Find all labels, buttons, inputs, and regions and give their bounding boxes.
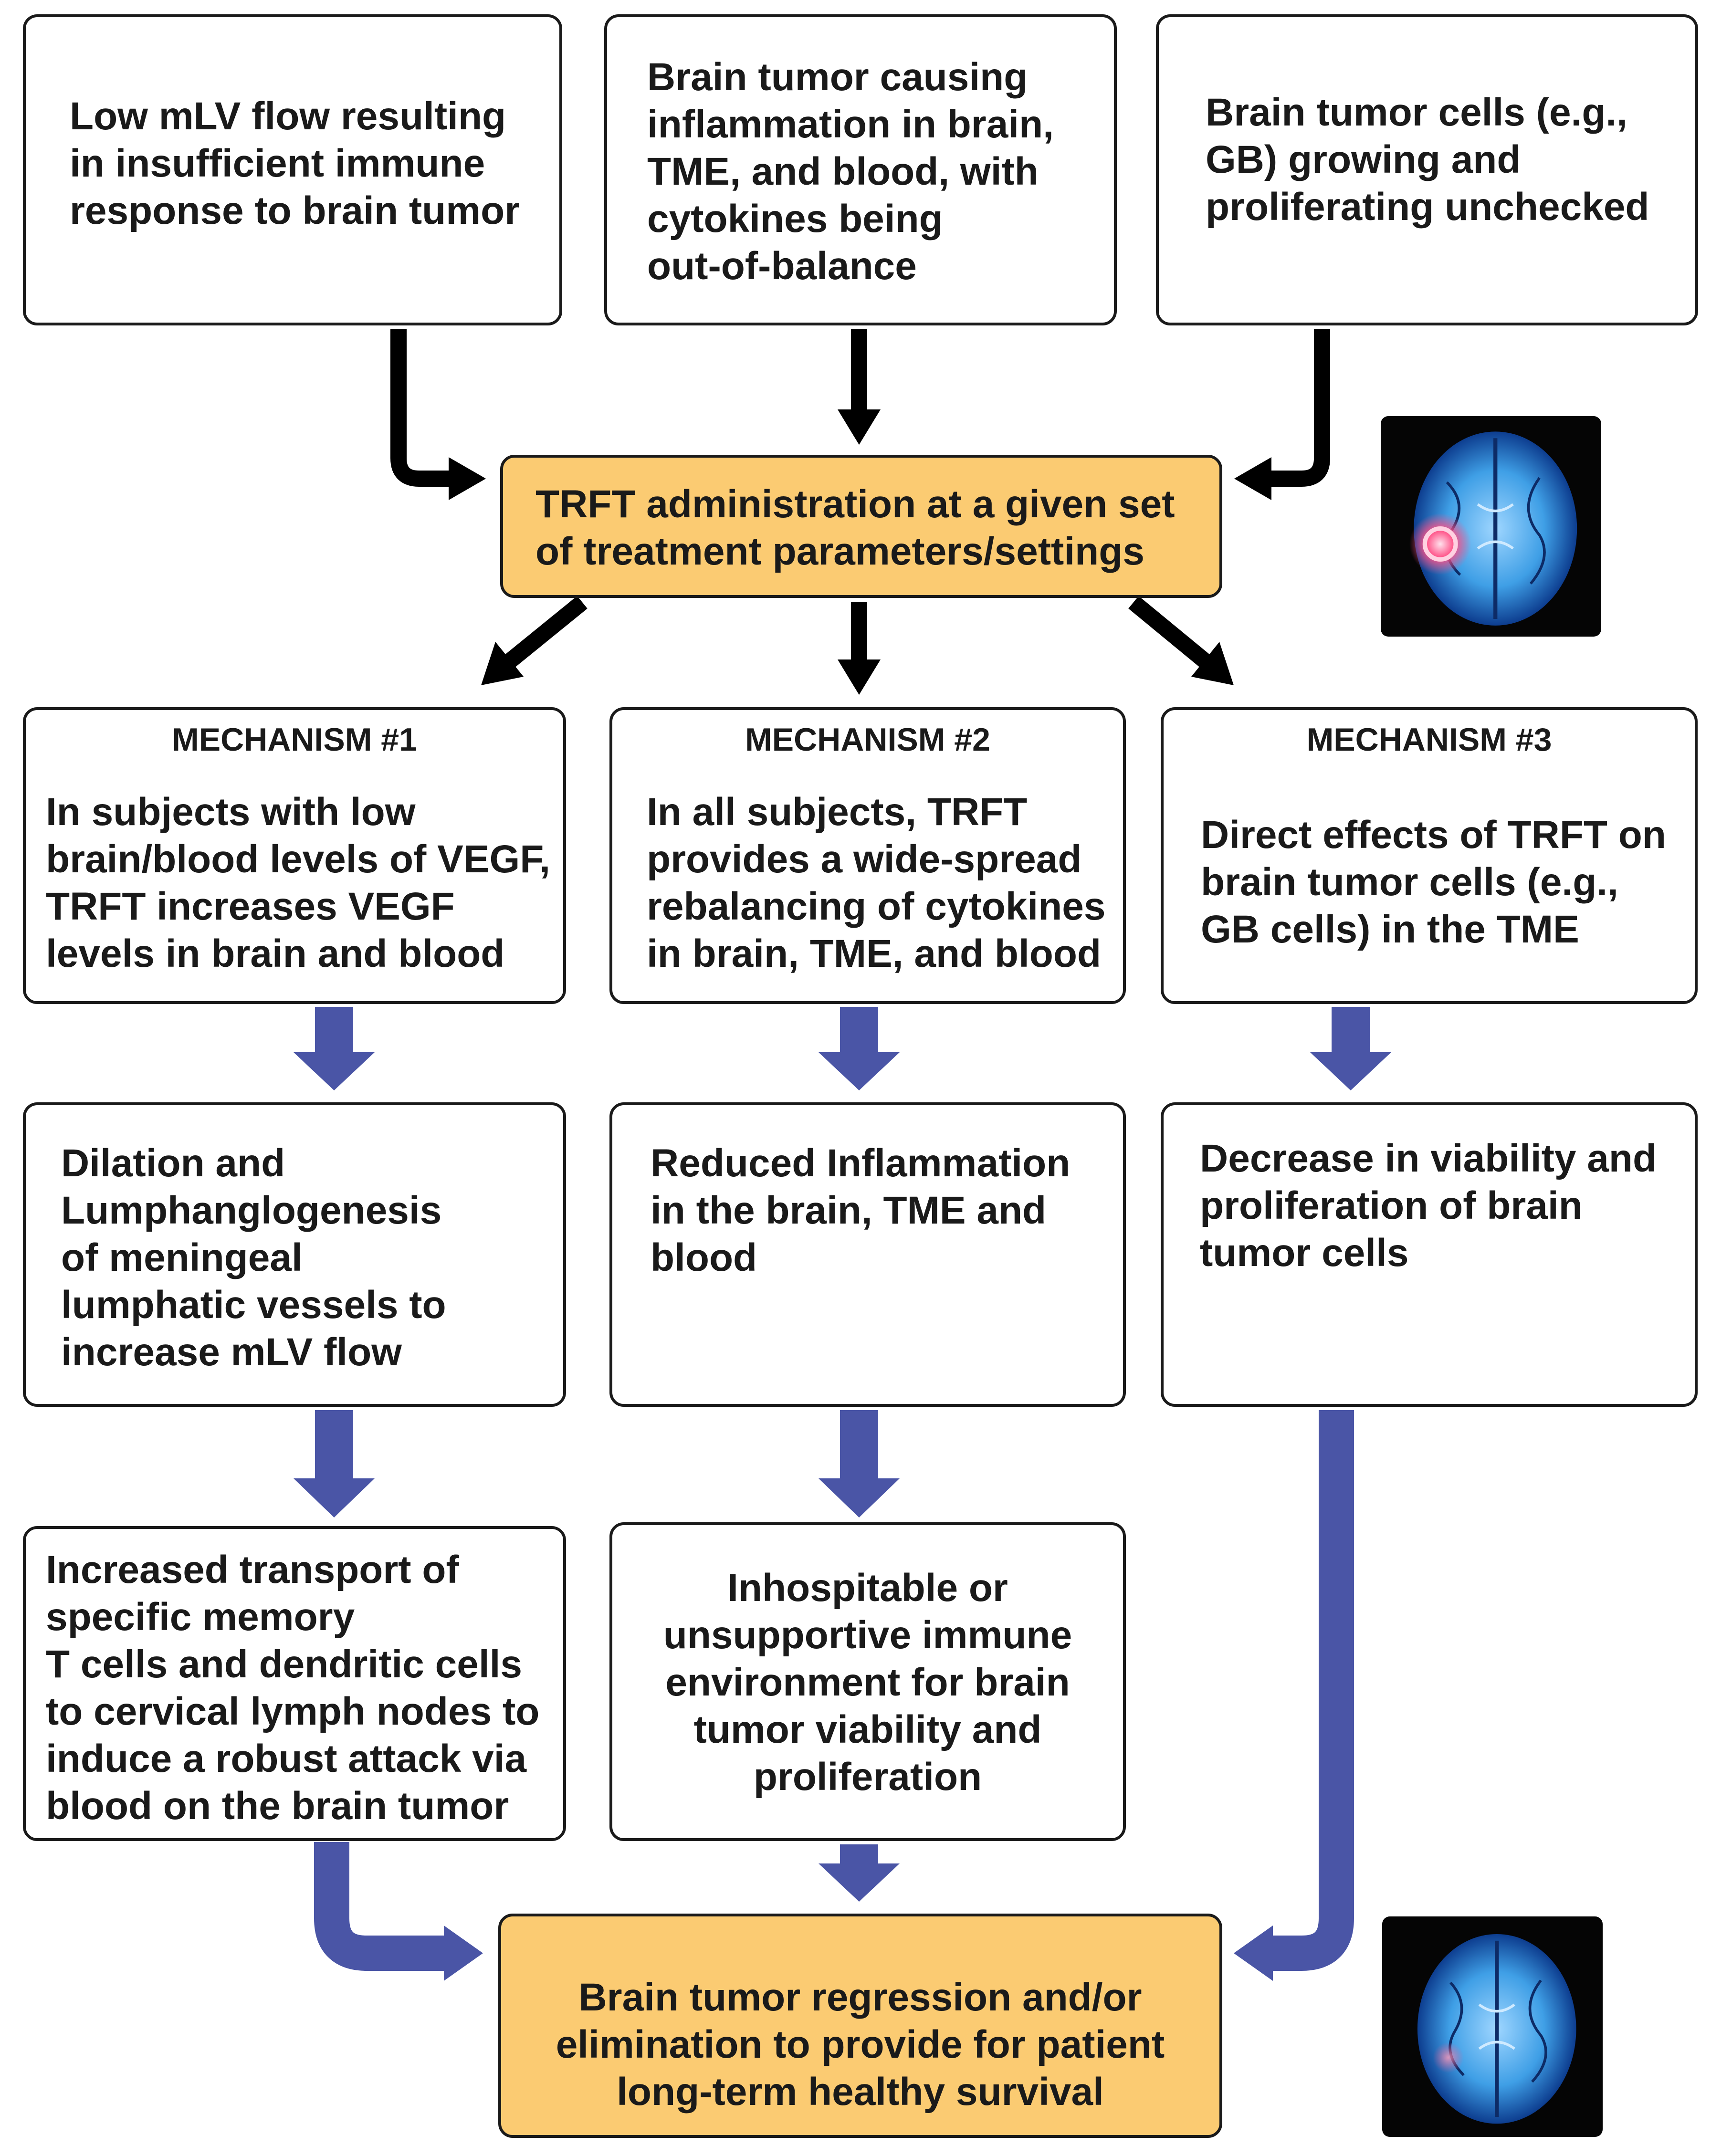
outcome-box: Brain tumor regression and/or eliminatio… [498,1914,1222,2138]
effect-3-text: Decrease in viability and proliferation … [1200,1137,1657,1275]
effect-2-box: Reduced Inflammation in the brain, TME a… [609,1102,1126,1407]
mechanism-3-text: Direct effects of TRFT on brain tumor ce… [1201,813,1666,951]
arrow-result1-to-outcome-head [444,1926,483,1981]
cause-text: Low mLV flow resulting in insufficient i… [70,94,520,232]
mri-brain-scan-tumor-regressed-icon [1382,1916,1603,2137]
effect-3-box: Decrease in viability and proliferation … [1161,1102,1698,1407]
blue-elbow-connectors [314,1410,1354,1971]
arrow-cause1-to-treatment-head [449,457,486,500]
result-2-box: Inhospitable or unsupportive immune envi… [609,1522,1126,1841]
cause-box-low-mlv-flow: Low mLV flow resulting in insufficient i… [23,14,562,325]
mechanism-2-text: In all subjects, TRFT provides a wide-sp… [647,790,1106,975]
arrow-mech1-to-effect1 [294,1007,375,1090]
arrow-cause3-to-treatment-head [1234,457,1271,500]
mechanism-1-text: In subjects with low brain/blood levels … [46,790,551,975]
arrow-effect1-to-result1 [294,1410,375,1518]
cause-box-tumor-growth: Brain tumor cells (e.g., GB) growing and… [1156,14,1698,325]
treatment-text: TRFT administration at a given set of tr… [535,482,1175,573]
effect-2-text: Reduced Inflammation in the brain, TME a… [651,1141,1071,1279]
arrow-result1-to-outcome [314,1842,446,1971]
result-2-text: Inhospitable or unsupportive immune envi… [663,1566,1072,1799]
arrow-effect2-to-result2 [819,1410,900,1518]
effect-1-text: Dilation and Lumphanglogenesis of mening… [61,1141,446,1374]
black-connectors [390,329,1330,695]
cause-box-inflammation: Brain tumor causing inflammation in brai… [604,14,1117,325]
treatment-box: TRFT administration at a given set of tr… [500,455,1222,598]
blue-arrows [294,1007,1391,1902]
arrow-effect3-to-outcome [1270,1410,1354,1971]
outcome-text: Brain tumor regression and/or eliminatio… [556,1976,1165,2114]
mri-brain-scan-with-tumor-icon [1381,416,1601,637]
effect-1-box: Dilation and Lumphanglogenesis of mening… [23,1102,566,1407]
arrow-treatment-to-mech2-head [838,659,881,695]
result-1-box: Increased transport of specific memory T… [23,1526,566,1841]
arrow-treatment-to-mech3 [1128,596,1212,669]
arrow-cause1-to-treatment [390,329,451,487]
mechanism-3-title: MECHANISM #3 [1306,722,1552,758]
arrow-treatment-to-mech3-head [1191,642,1234,685]
cause-text: Brain tumor causing inflammation in brai… [647,55,1054,288]
mechanism-2-title: MECHANISM #2 [745,722,990,758]
mechanism-1-box: MECHANISM #1 In subjects with low brain/… [23,707,566,1004]
arrow-result2-to-outcome [819,1844,900,1902]
arrow-effect3-to-outcome-head [1234,1926,1273,1981]
arrow-mech2-to-effect2 [819,1007,900,1090]
mechanism-2-box: MECHANISM #2 In all subjects, TRFT provi… [609,707,1126,1004]
arrow-treatment-to-mech1-head [481,642,524,685]
arrow-cause3-to-treatment [1270,329,1330,487]
result-1-text: Increased transport of specific memory T… [46,1548,540,1828]
mechanism-1-title: MECHANISM #1 [172,722,417,758]
arrow-mech3-to-effect3 [1310,1007,1391,1090]
arrow-cause2-to-treatment-head [838,409,881,445]
blue-elbow-heads [444,1926,1273,1981]
mechanism-3-box: MECHANISM #3 Direct effects of TRFT on b… [1161,707,1698,1004]
arrow-treatment-to-mech1 [503,596,588,669]
cause-text: Brain tumor cells (e.g., GB) growing and… [1206,91,1649,229]
